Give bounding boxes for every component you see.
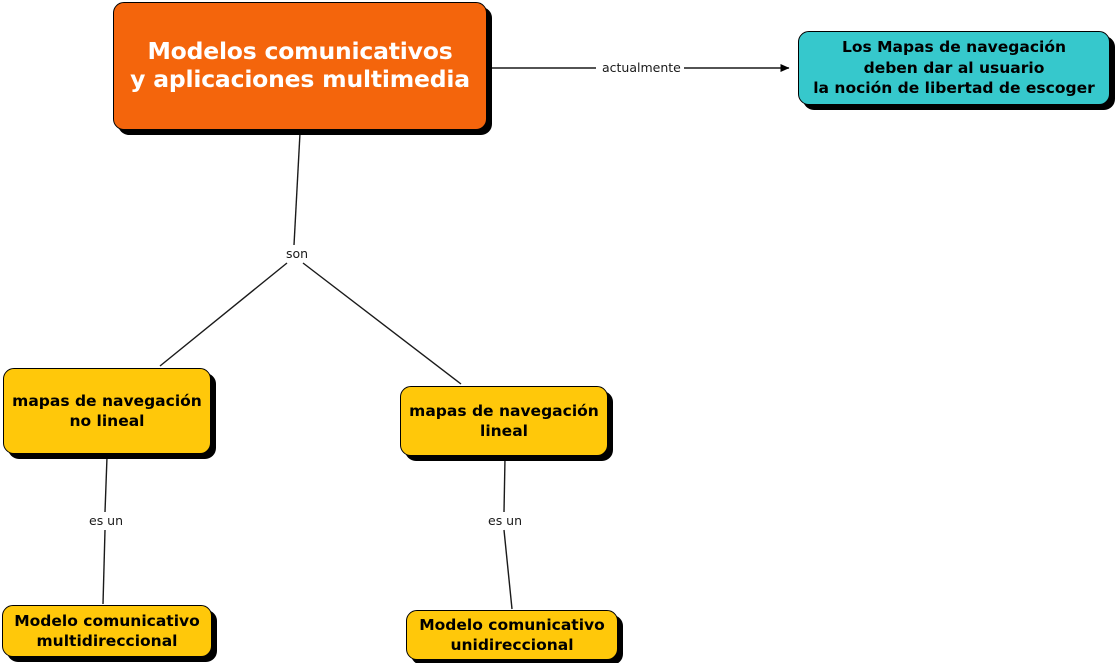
node-modelo-multidireccional[interactable]: Modelo comunicativo multidireccional (2, 605, 212, 657)
node-no-lineal-label: mapas de navegación no lineal (12, 391, 202, 430)
node-lineal-label: mapas de navegación lineal (409, 401, 599, 440)
node-unidireccional-label: Modelo comunicativo unidireccional (419, 615, 605, 654)
node-mapas-lineal[interactable]: mapas de navegación lineal (400, 386, 608, 456)
edge-label-es-un-right: es un (485, 514, 526, 529)
edge-nolineal-to-multidireccional (102, 456, 108, 605)
node-root[interactable]: Modelos comunicativos y aplicaciones mul… (113, 2, 487, 130)
edge-label-actualmente: actualmente (599, 61, 684, 76)
node-modelo-unidireccional[interactable]: Modelo comunicativo unidireccional (406, 610, 618, 660)
node-teal-label: Los Mapas de navegación deben dar al usu… (813, 38, 1095, 98)
edge-label-es-un-left: es un (86, 514, 127, 529)
node-multidireccional-label: Modelo comunicativo multidireccional (14, 611, 200, 650)
node-mapas-navegacion-libertad[interactable]: Los Mapas de navegación deben dar al usu… (798, 31, 1110, 105)
edge-label-son: son (283, 247, 312, 262)
edge-lineal-to-unidireccional (503, 457, 513, 610)
node-mapas-no-lineal[interactable]: mapas de navegación no lineal (3, 368, 211, 454)
node-root-label: Modelos comunicativos y aplicaciones mul… (130, 37, 470, 93)
